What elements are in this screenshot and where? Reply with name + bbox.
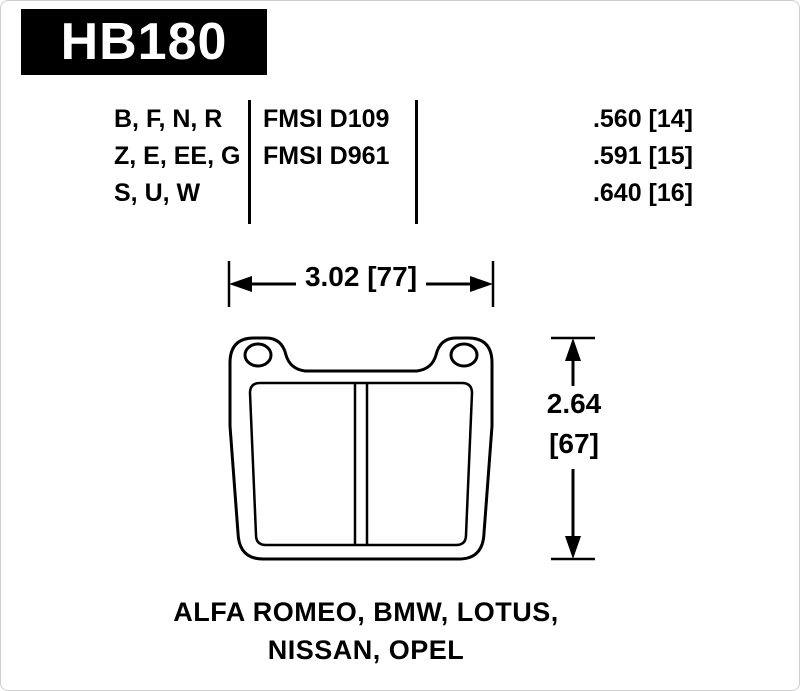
table-divider-right — [415, 100, 418, 224]
pad-mounting-hole-left — [243, 342, 273, 368]
pad-friction-surface-outline — [248, 381, 474, 547]
pad-thickness-row: .591 [15] — [592, 142, 693, 170]
part-number-box: HB180 — [21, 9, 267, 75]
arrow-right-icon — [470, 276, 493, 292]
fmsi-number: FMSI D109 — [263, 105, 390, 133]
table-divider-left — [248, 100, 251, 224]
vehicle-applications-line2: NISSAN, OPEL — [267, 635, 465, 665]
width-dimension-arrows — [227, 261, 495, 307]
pad-mounting-hole-right — [449, 342, 479, 368]
fmsi-column: FMSI D109 FMSI D961 — [263, 101, 389, 175]
arrow-left-icon — [229, 276, 252, 292]
pad-thickness-column: .560 [14] .591 [15] .640 [16] — [521, 101, 693, 212]
compound-codes-row: S, U, W — [114, 179, 201, 207]
compound-codes-row: B, F, N, R — [114, 105, 223, 133]
height-dimension-value: 2.64 — [546, 388, 602, 419]
pad-thickness-row: .640 [16] — [592, 179, 693, 207]
fmsi-number: FMSI D961 — [263, 142, 390, 170]
width-dimension-label: 3.02 [77] — [304, 261, 418, 292]
arrow-up-icon — [565, 338, 581, 361]
part-number: HB180 — [60, 13, 228, 71]
brake-pad-drawing — [228, 336, 494, 561]
pad-outer-outline — [228, 336, 494, 561]
compound-codes-row: Z, E, EE, G — [114, 142, 241, 170]
height-dimension-label: 2.64 [67] — [536, 384, 612, 464]
arrow-down-icon — [565, 536, 581, 559]
vehicle-applications: ALFA ROMEO, BMW, LOTUS, NISSAN, OPEL — [66, 593, 666, 669]
vehicle-applications-line1: ALFA ROMEO, BMW, LOTUS, — [173, 597, 559, 627]
compound-codes-column: B, F, N, R Z, E, EE, G S, U, W — [114, 101, 240, 212]
height-dimension-arrows — [551, 336, 595, 561]
height-dimension-metric: [67] — [549, 428, 599, 459]
pad-thickness-row: .560 [14] — [592, 105, 693, 133]
